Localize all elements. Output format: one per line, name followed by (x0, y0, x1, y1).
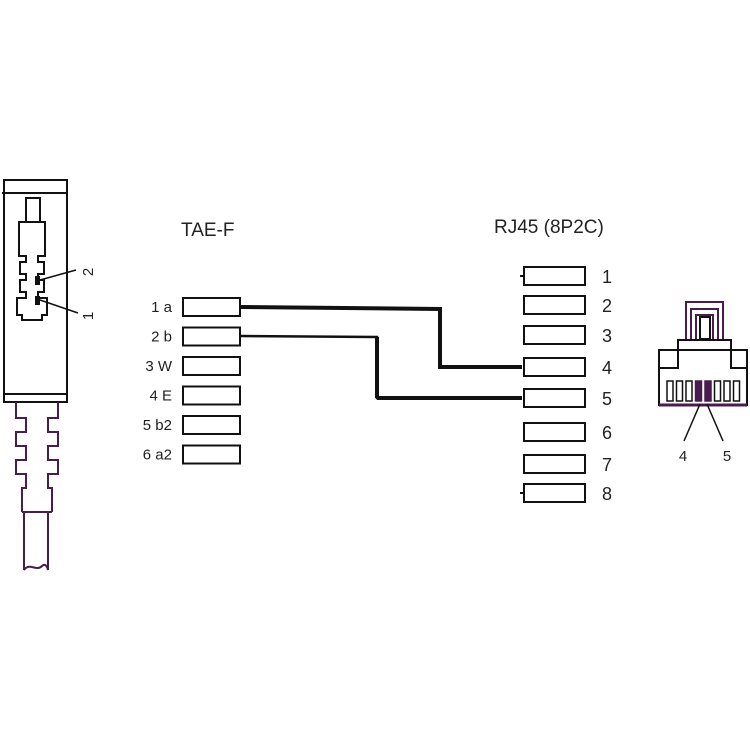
rj45-latch-tab (699, 316, 711, 340)
rj45-pin-label: 3 (602, 326, 612, 346)
rj45-plug-contact (704, 380, 712, 402)
rj45-contact-5-leader (706, 403, 724, 442)
tae-pin-box (182, 326, 241, 347)
tae-pin-box (182, 415, 241, 435)
rj45-plug-contact (685, 380, 693, 402)
tae-pin-label: 3 W (145, 358, 173, 375)
tae-pin-label: 5 b2 (143, 417, 172, 434)
rj45-plug-contact (713, 380, 722, 402)
rj45-plug-drawing (658, 301, 748, 407)
rj45-pin-box (523, 422, 586, 442)
rj45-pin-box (523, 266, 586, 286)
tae-pin-box (182, 444, 241, 465)
tae-cable (23, 512, 49, 571)
rj45-pin-box (523, 295, 586, 315)
rj45-pin-box (523, 483, 586, 503)
tae-pin-list: 1 a 2 b 3 W 4 E 5 b2 6 a2 (143, 297, 241, 465)
rj45-contact-4-leader (683, 403, 701, 442)
tae-plug-insert (16, 197, 48, 321)
rj45-plug-contact (732, 380, 741, 402)
tae-pin-label: 1 a (151, 299, 173, 316)
rj45-pin-list: 1 2 3 4 5 6 7 8 (520, 266, 612, 504)
tae-pin-label: 6 a2 (143, 447, 172, 464)
rj45-pin-label: 1 (602, 267, 612, 287)
tae-cable-strain-relief (15, 402, 59, 513)
tae-title: TAE-F (181, 220, 234, 241)
tae-pin-box (182, 385, 241, 406)
rj45-pin-box (523, 357, 586, 377)
rj45-contacts (666, 380, 741, 402)
rj45-contact-label-5: 5 (723, 448, 731, 465)
tae-pin-label: 2 b (151, 329, 172, 346)
tae-contact-label-2: 2 (80, 268, 97, 276)
wire-1a-to-4 (240, 305, 522, 369)
rj45-plug-contact (694, 380, 703, 402)
rj45-body-corners (659, 350, 747, 369)
tae-plug-drawing (2, 179, 79, 403)
tae-contact-1-leader (39, 299, 79, 314)
rj45-pin-box (523, 325, 586, 345)
rj45-pin-box (523, 388, 586, 408)
rj45-pin-label: 8 (602, 484, 612, 504)
tae-pin-box (182, 297, 241, 317)
rj45-pin-box (523, 454, 586, 474)
rj45-plug-contact (675, 380, 684, 402)
rj45-title: RJ45 (8P2C) (494, 217, 604, 238)
rj45-plug-contact (666, 380, 674, 402)
rj45-shoulder (677, 339, 732, 350)
tae-contact-2 (35, 276, 40, 285)
tae-pin-box (182, 356, 241, 376)
rj45-pin-label: 5 (602, 389, 612, 409)
rj45-contact-label-4: 4 (679, 448, 687, 465)
rj45-pin-label: 6 (602, 423, 612, 443)
rj45-pin-label: 4 (602, 358, 612, 378)
rj45-pin-label: 2 (602, 296, 612, 316)
rj45-pin-label: 7 (602, 455, 612, 475)
rj45-plug-contact (723, 380, 731, 402)
rj45-latch (685, 301, 724, 340)
tae-contact-label-1: 1 (80, 312, 97, 320)
tae-contact-1 (35, 296, 40, 305)
tae-pin-label: 4 E (149, 388, 172, 405)
tae-contact-2-leader (39, 269, 77, 281)
tae-plug-body (3, 179, 68, 403)
